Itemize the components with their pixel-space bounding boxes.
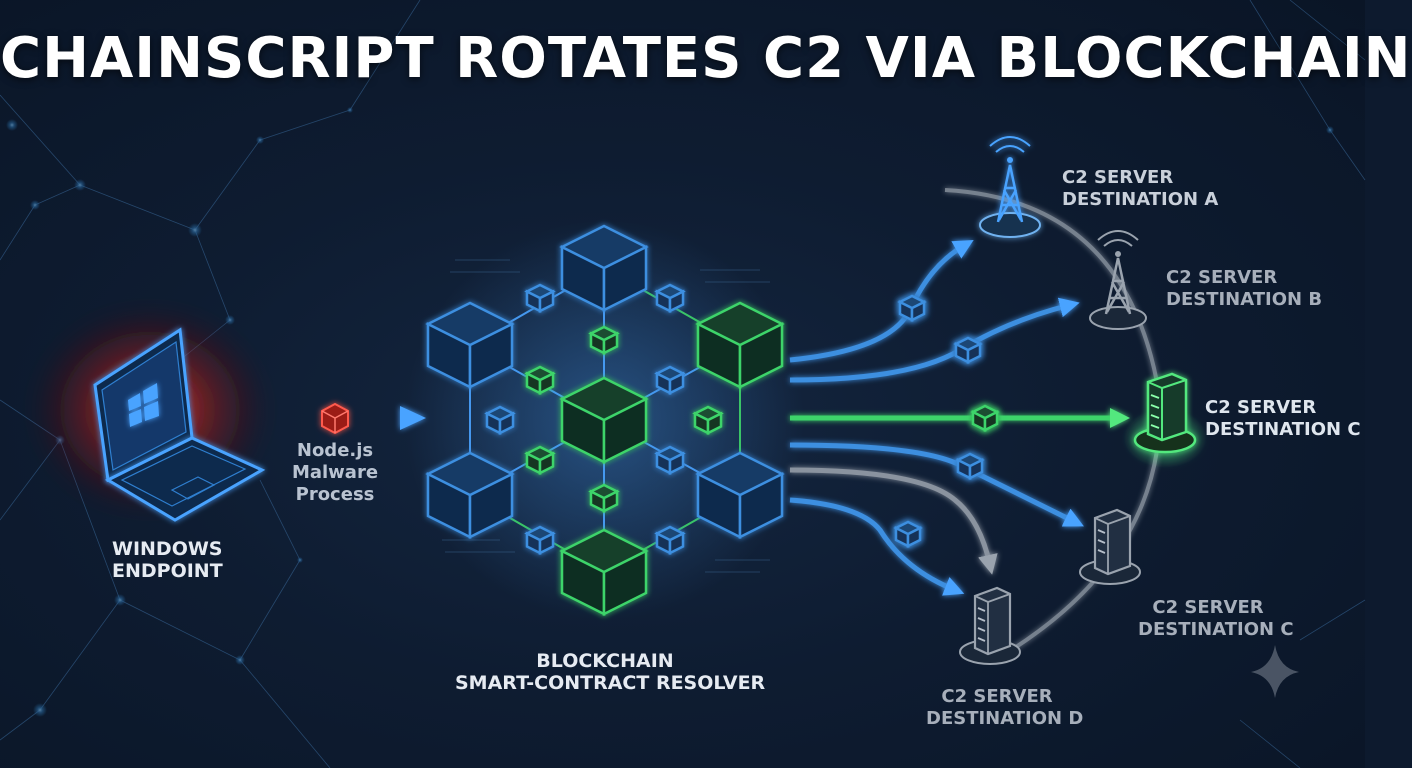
destination-c-label-line2: DESTINATION C bbox=[1138, 619, 1294, 640]
destination-c-label: C2 SERVER DESTINATION C bbox=[1138, 597, 1294, 641]
destination-a-label-line1: C2 SERVER bbox=[1062, 167, 1174, 188]
endpoint-label-line2: ENDPOINT bbox=[112, 560, 223, 582]
chain-link-block-6 bbox=[524, 365, 556, 396]
resolver-label: BLOCKCHAIN SMART-CONTRACT RESOLVER bbox=[455, 650, 766, 694]
destination-d-label: C2 SERVER DESTINATION D bbox=[926, 686, 1084, 730]
chain-link-block-2 bbox=[654, 283, 686, 314]
chain-link-block-7 bbox=[654, 365, 686, 396]
chain-link-block-12 bbox=[654, 525, 686, 556]
chain-link-block-8 bbox=[524, 445, 556, 476]
route-packet-5 bbox=[893, 520, 923, 549]
destination-d-label-line1: C2 SERVER bbox=[941, 686, 1053, 707]
resolver-label-line1: BLOCKCHAIN bbox=[536, 650, 674, 672]
route-packets bbox=[893, 294, 1000, 549]
server-icon bbox=[1123, 372, 1207, 468]
resolver-label-line2: SMART-CONTRACT RESOLVER bbox=[455, 672, 766, 694]
route-packet-4 bbox=[955, 452, 985, 481]
chain-block-7 bbox=[559, 376, 649, 465]
destination-b-label-line1: C2 SERVER bbox=[1166, 267, 1278, 288]
destination-b-label-line2: DESTINATION B bbox=[1166, 289, 1323, 310]
blockchain-cubes-icon bbox=[405, 220, 805, 620]
malware-cube-icon bbox=[321, 402, 349, 435]
route-packet-1 bbox=[897, 294, 927, 323]
process-label-line3: Process bbox=[295, 484, 375, 505]
diagram-graphics bbox=[0, 0, 1366, 768]
destination-a-label: C2 SERVER DESTINATION A bbox=[1062, 167, 1218, 211]
chain-link-block-1 bbox=[524, 283, 556, 314]
destination-b-label: C2 SERVER DESTINATION B bbox=[1166, 267, 1322, 311]
chain-link-block-5 bbox=[692, 405, 724, 436]
endpoint-label-line1: WINDOWS bbox=[112, 538, 223, 560]
radio-tower-icon bbox=[1089, 230, 1147, 330]
chain-link-block-10 bbox=[588, 483, 620, 514]
chain-link-block-4 bbox=[484, 405, 516, 436]
chain-link-block-11 bbox=[524, 525, 556, 556]
windows-laptop-icon bbox=[30, 305, 270, 522]
destination-c-label-line1: C2 SERVER bbox=[1152, 597, 1264, 618]
c2-routes bbox=[789, 240, 1130, 596]
route-to-destination-c bbox=[789, 442, 1084, 527]
route-to-destination-b bbox=[789, 297, 1080, 383]
route-packet-3 bbox=[970, 404, 1000, 433]
chain-block-1 bbox=[559, 224, 649, 313]
chain-block-4 bbox=[425, 451, 515, 540]
route-to-destination-a bbox=[789, 240, 974, 363]
chain-block-6 bbox=[559, 528, 649, 617]
route-to-destination-d bbox=[789, 467, 998, 575]
sparkle-icon bbox=[1251, 645, 1299, 698]
chain-block-3 bbox=[695, 301, 785, 390]
process-label-line2: Malware bbox=[291, 462, 379, 483]
server-icon bbox=[959, 586, 1021, 665]
chain-block-2 bbox=[425, 301, 515, 390]
process-label-line1: Node.js bbox=[296, 440, 374, 461]
page-title: CHAINSCRIPT ROTATES C2 VIA BLOCKCHAIN bbox=[0, 26, 1412, 91]
destination-c-active-label-line2: DESTINATION C bbox=[1205, 419, 1361, 440]
destination-c-active-label-line1: C2 SERVER bbox=[1205, 397, 1317, 418]
destination-a-label-line2: DESTINATION A bbox=[1062, 189, 1219, 210]
route-to-destination-d-alt bbox=[789, 497, 965, 596]
route-packet-2 bbox=[953, 336, 983, 365]
endpoint-label: WINDOWS ENDPOINT bbox=[112, 538, 223, 582]
process-label: Node.js Malware Process bbox=[285, 440, 385, 506]
server-icon bbox=[1079, 508, 1141, 585]
chain-block-5 bbox=[695, 451, 785, 540]
destination-c-active-label: C2 SERVER DESTINATION C bbox=[1205, 397, 1361, 441]
radio-tower-icon bbox=[979, 136, 1041, 238]
chain-link-block-3 bbox=[588, 325, 620, 356]
chain-link-block-9 bbox=[654, 445, 686, 476]
destination-d-label-line2: DESTINATION D bbox=[926, 708, 1084, 729]
